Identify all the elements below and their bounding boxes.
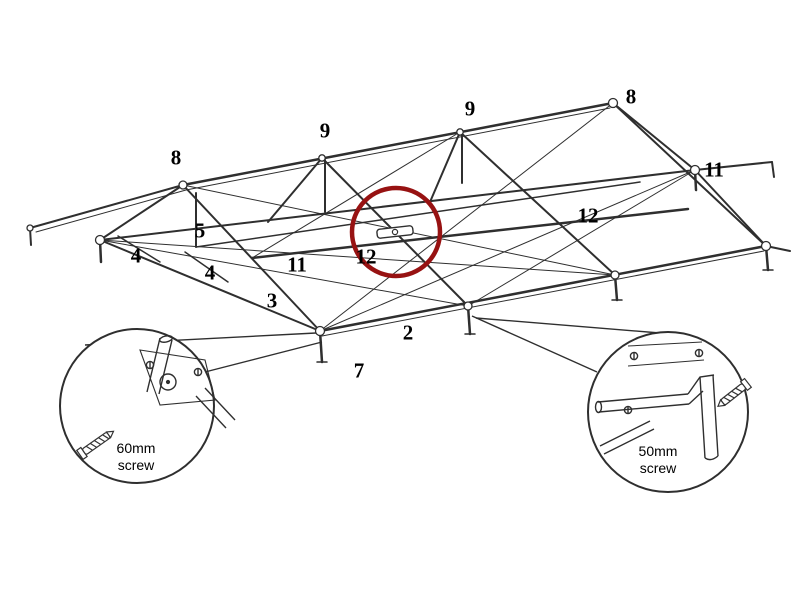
front-purlin — [250, 207, 690, 260]
right-callout-type: screw — [639, 460, 677, 476]
frame-art — [29, 101, 791, 364]
front-eave-bar — [318, 244, 768, 333]
left-gable-rafter — [29, 184, 184, 229]
highlighted-connector — [376, 225, 414, 239]
right-callout-caption: 50mm screw — [618, 443, 698, 477]
joint-brackets — [26, 97, 772, 337]
left-callout-size: 60mm — [116, 440, 156, 456]
part-label: 2 — [402, 320, 414, 345]
left-callout-caption: 60mm screw — [96, 440, 176, 474]
part-label: 4 — [130, 243, 142, 268]
right-callout-size: 50mm — [638, 443, 678, 459]
part-label: 12 — [355, 244, 377, 269]
left-joint-detail — [139, 335, 236, 429]
part-label: 5 — [194, 218, 206, 243]
part-label: 12 — [577, 203, 599, 228]
part-label: 9 — [319, 118, 331, 143]
right-hip-rafter — [612, 102, 767, 247]
screw-60mm-icon — [75, 430, 115, 461]
part-label: 7 — [353, 358, 365, 383]
highlight-circle — [349, 185, 443, 279]
ridge-bar — [181, 101, 615, 187]
right-end-rail — [694, 169, 767, 247]
part-label: 3 — [266, 288, 278, 313]
part-label: 11 — [287, 252, 307, 277]
back-eave-bar — [99, 169, 696, 241]
part-label: 8 — [625, 84, 637, 109]
part-label: 4 — [204, 260, 216, 285]
part-label: 11 — [704, 157, 724, 182]
part-label: 8 — [170, 145, 182, 170]
left-bottom-rail — [99, 239, 321, 332]
right-callout-circle — [587, 331, 749, 493]
left-callout — [59, 328, 236, 484]
back-purlin — [195, 181, 641, 248]
screw-50mm-icon — [717, 377, 753, 408]
part-label: 9 — [464, 96, 476, 121]
left-callout-type: screw — [117, 457, 155, 473]
right-joint-detail — [594, 341, 719, 461]
right-callout — [587, 331, 753, 493]
